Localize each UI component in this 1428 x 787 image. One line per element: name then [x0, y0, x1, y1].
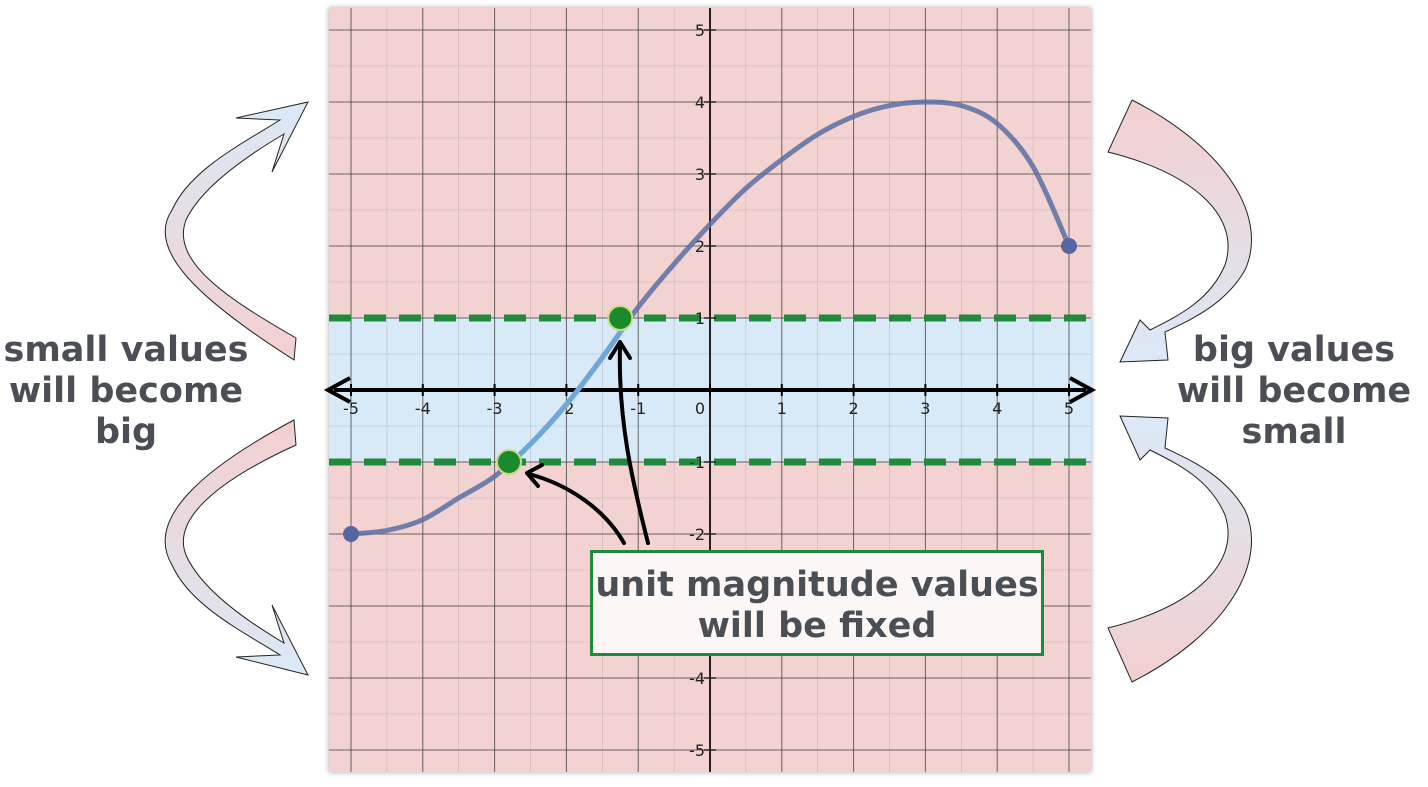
band-edges	[329, 314, 1091, 466]
side-arrows	[164, 99, 1253, 683]
right-caption-line-3: small	[1241, 412, 1347, 452]
y-tick-label: 4	[695, 93, 705, 112]
x-tick-label: -2	[558, 399, 574, 418]
y-tick-label: 2	[695, 237, 705, 256]
x-tick-label: 0	[695, 399, 705, 418]
x-tick-label: -5	[343, 399, 359, 418]
points	[343, 238, 1077, 542]
y-tick-label: 5	[695, 21, 705, 40]
arrow-up-right	[1107, 415, 1253, 683]
x-tick-label: -3	[487, 399, 503, 418]
x-tick-label: -4	[415, 399, 431, 418]
curve-path	[348, 99, 1072, 537]
y-tick-label: 1	[695, 309, 705, 328]
y-tick-label: -5	[689, 741, 705, 760]
right-caption-line-2: will become	[1176, 371, 1412, 411]
x-tick-label: 5	[1064, 399, 1074, 418]
callout-line-1: unit magnitude values	[595, 565, 1039, 605]
x-axis-left-arrowhead	[323, 376, 351, 404]
right-caption-line-1: big values	[1192, 330, 1396, 370]
callout-line-2: will be fixed	[697, 606, 937, 646]
curve-endpoint	[1061, 238, 1077, 254]
pointer-arrow-upper-head	[608, 340, 632, 360]
y-tick-label: -4	[689, 669, 705, 688]
right-caption: big values will become small	[1168, 330, 1420, 453]
x-tick-label: 3	[920, 399, 930, 418]
x-tick-label: 4	[992, 399, 1002, 418]
pointer-arrow-upper	[617, 344, 650, 545]
arrow-down-left	[164, 419, 309, 676]
arrow-up-left	[164, 101, 309, 361]
pointer-arrows	[525, 340, 650, 545]
left-caption-line-2: will become	[8, 371, 244, 411]
pointer-arrow-lower	[527, 472, 626, 545]
x-tick-label: -1	[630, 399, 646, 418]
fixed-point	[607, 305, 634, 331]
pointer-arrow-lower-head	[525, 463, 544, 488]
left-caption: small values will become big	[0, 330, 252, 453]
left-caption-line-3: big	[94, 412, 158, 452]
y-tick-label: -2	[689, 525, 705, 544]
x-axis-right-arrowhead	[1069, 376, 1097, 404]
y-tick-label: 3	[695, 165, 705, 184]
function-curve	[348, 99, 1072, 537]
x-tick-label: 2	[849, 399, 859, 418]
fixed-point	[495, 449, 522, 475]
y-tick-label: -1	[689, 453, 705, 472]
x-tick-label: 1	[777, 399, 787, 418]
callout-box: unit magnitude values will be fixed	[590, 550, 1044, 656]
curve-endpoint	[343, 526, 359, 542]
arrow-down-right	[1107, 99, 1253, 363]
left-caption-line-1: small values	[3, 330, 249, 370]
